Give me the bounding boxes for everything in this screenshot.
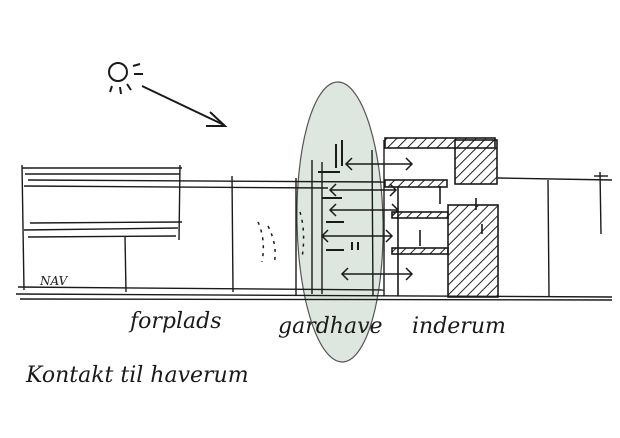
section-lines	[15, 140, 613, 301]
sun-icon	[108, 62, 143, 95]
caption: Kontakt til haverum	[25, 363, 249, 388]
tree-hint	[257, 211, 305, 265]
floor-marks	[318, 140, 359, 251]
connection-arrows	[320, 157, 414, 281]
forecourt-label: forplads	[128, 309, 222, 334]
interior-label: inderum	[412, 314, 506, 339]
street-label: NAV	[39, 274, 69, 288]
sun-ray-arrow	[141, 85, 228, 127]
building-section	[384, 137, 499, 298]
garden-hall-label: gardhave	[278, 314, 383, 339]
